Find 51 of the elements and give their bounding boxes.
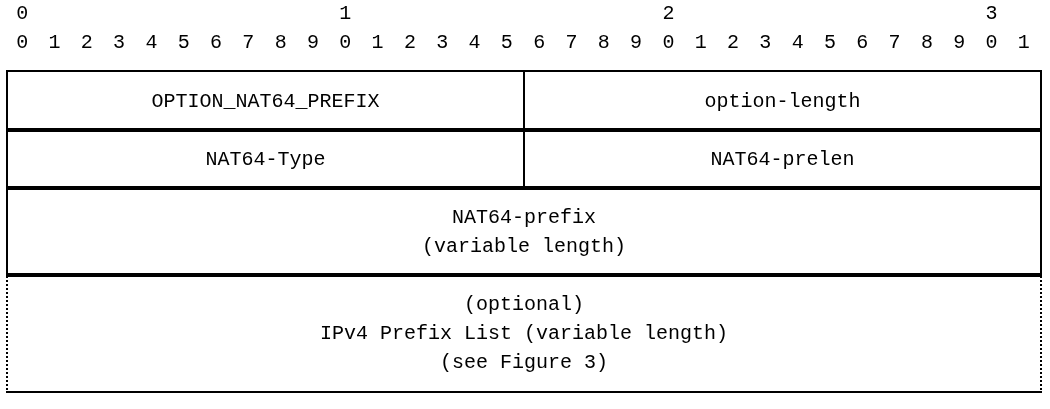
field-label: NAT64-prefix: [452, 204, 596, 231]
bit-number: 7: [242, 31, 255, 55]
bit-number: 9: [306, 31, 319, 55]
bit-number: 2: [662, 2, 675, 26]
bit-number: 1: [694, 31, 707, 55]
bit-number: 1: [1017, 31, 1030, 55]
bit-number: 6: [210, 31, 223, 55]
bit-number: 6: [856, 31, 869, 55]
bit-number: 8: [920, 31, 933, 55]
field-box: [6, 186, 1042, 277]
field-label: (variable length): [421, 233, 626, 260]
bit-number: 7: [565, 31, 578, 55]
bit-number: 4: [468, 31, 481, 55]
bit-number: 8: [597, 31, 610, 55]
bit-number: 0: [16, 2, 29, 26]
bit-number: 0: [339, 31, 352, 55]
field-box: [6, 273, 1042, 393]
field-label: OPTION_NAT64_PREFIX: [151, 88, 380, 115]
field-label: option-length: [704, 88, 861, 115]
bit-number: 2: [403, 31, 416, 55]
field-box: [523, 128, 1042, 190]
bit-number: 8: [274, 31, 287, 55]
bit-number: 1: [339, 2, 352, 26]
bit-number: 0: [16, 31, 29, 55]
field-box: [6, 70, 525, 132]
bit-number: 2: [727, 31, 740, 55]
bit-number: 5: [177, 31, 190, 55]
bit-number: 3: [113, 31, 126, 55]
field-label: NAT64-prelen: [710, 146, 855, 173]
bit-number: 1: [48, 31, 61, 55]
bit-number: 3: [436, 31, 449, 55]
field-label: IPv4 Prefix List (variable length): [319, 320, 729, 347]
bit-number: 1: [371, 31, 384, 55]
bit-number: 4: [145, 31, 158, 55]
field-label: (optional): [464, 291, 584, 318]
field-label: NAT64-Type: [205, 146, 326, 173]
bit-number: 5: [500, 31, 513, 55]
bit-number: 2: [80, 31, 93, 55]
bit-number: 0: [662, 31, 675, 55]
bit-number: 3: [759, 31, 772, 55]
field-box: [6, 128, 525, 190]
bit-number: 9: [953, 31, 966, 55]
bit-number: 3: [985, 2, 998, 26]
bit-number: 0: [985, 31, 998, 55]
field-label: (see Figure 3): [440, 349, 608, 376]
bit-number: 4: [791, 31, 804, 55]
bit-number: 6: [533, 31, 546, 55]
bit-number: 5: [823, 31, 836, 55]
field-box: [523, 70, 1042, 132]
bit-number: 7: [888, 31, 901, 55]
bit-number: 9: [630, 31, 643, 55]
